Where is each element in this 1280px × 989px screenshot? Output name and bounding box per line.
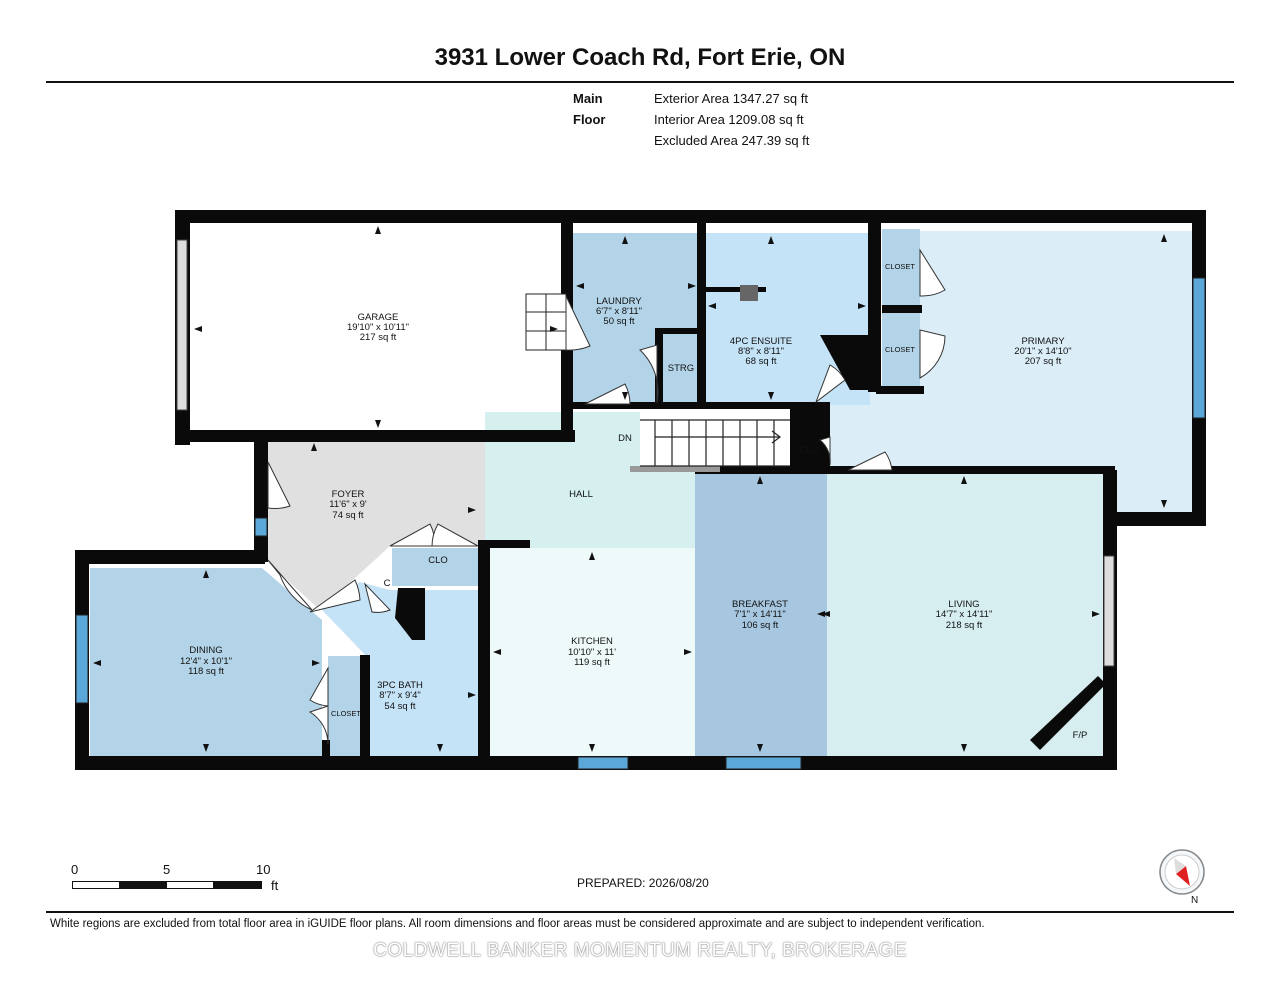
- footer-rule: [46, 911, 1234, 913]
- strg-fill: [663, 332, 699, 404]
- kitchen-dims: 10'10" x 11': [568, 647, 616, 658]
- floor-name: Main Floor: [573, 91, 606, 127]
- scale-tick-0: 0: [71, 862, 79, 877]
- windows: [75, 239, 1206, 770]
- garage-dims: 19'10" x 10'11": [347, 322, 409, 333]
- clo-label-stairs: CLO: [799, 445, 819, 456]
- closet-lower-fill: [882, 313, 920, 386]
- kitchen-area: 119 sq ft: [574, 657, 610, 668]
- scale-bar: 0 5 10 ft: [68, 862, 298, 902]
- kitchen-fill: [490, 548, 695, 756]
- ensuite-area: 68 sq ft: [745, 356, 777, 367]
- primary-name: PRIMARY: [1021, 336, 1065, 347]
- living-dims: 14'7" x 14'11": [936, 609, 993, 620]
- scale-segment-3: [166, 881, 215, 889]
- breakfast-fill: [695, 473, 827, 756]
- dimension-arrows: [93, 226, 1167, 752]
- bath-name: 3PC BATH: [377, 680, 423, 691]
- ensuite-name: 4PC ENSUITE: [730, 336, 792, 347]
- interior-area: Interior Area 1209.08 sq ft: [654, 112, 804, 127]
- clo-label-foyer: CLO: [428, 555, 448, 566]
- foyer-area: 74 sq ft: [332, 510, 364, 521]
- title-rule: [46, 81, 1234, 83]
- primary-dims: 20'1" x 14'10": [1014, 346, 1071, 357]
- dining-name: DINING: [189, 645, 222, 656]
- exterior-area: Exterior Area 1347.27 sq ft: [654, 91, 808, 106]
- dining-area: 118 sq ft: [188, 666, 224, 677]
- dining-dims: 12'4" x 10'1": [180, 656, 232, 667]
- area-values: Exterior Area 1347.27 sq ft Interior Are…: [654, 88, 809, 151]
- closet-upper-fill: [882, 229, 920, 305]
- breakfast-dims: 7'1" x 14'11": [734, 609, 785, 620]
- garage-fill: [188, 222, 563, 432]
- compass-north-label: N: [1191, 895, 1198, 906]
- kitchen-name: KITCHEN: [571, 636, 613, 647]
- breakfast-area: 106 sq ft: [742, 620, 779, 631]
- foyer-dims: 11'6" x 9': [329, 499, 367, 510]
- hall-name: HALL: [569, 489, 593, 500]
- living-area: 218 sq ft: [946, 620, 983, 631]
- closet-bath-fill: [328, 656, 362, 756]
- compass: N: [1158, 848, 1206, 906]
- closet-label-bath: CLOSET: [331, 709, 361, 718]
- breakfast-name: BREAKFAST: [732, 599, 788, 610]
- clo-fill: [392, 548, 482, 586]
- dn-label: DN: [618, 433, 632, 444]
- dining-fill: [90, 568, 322, 756]
- laundry-dims: 6'7" x 8'11": [596, 306, 642, 317]
- door-swings: [267, 248, 946, 745]
- disclaimer: White regions are excluded from total fl…: [50, 918, 985, 930]
- c-label: C: [384, 578, 391, 589]
- laundry-name: LAUNDRY: [596, 296, 642, 307]
- stair-treads: [640, 419, 790, 467]
- primary-area: 207 sq ft: [1025, 356, 1062, 367]
- strg-label: STRG: [668, 363, 694, 374]
- living-fill: [827, 473, 1103, 756]
- scale-unit: ft: [271, 878, 279, 893]
- bath-fill: [322, 582, 480, 756]
- fp-label: F/P: [1073, 730, 1088, 741]
- primary-fill: [830, 231, 1192, 512]
- ensuite-dims: 8'8" x 8'11": [738, 346, 784, 357]
- scale-segment-2: [119, 881, 168, 889]
- compass-icon: N: [1159, 849, 1205, 906]
- bath-dims: 8'7" x 9'4": [379, 690, 421, 701]
- scale-segment-4: [213, 881, 262, 889]
- scale-segment-1: [72, 881, 121, 889]
- garage-name: GARAGE: [358, 312, 399, 323]
- foyer-name: FOYER: [332, 489, 365, 500]
- garage-area: 217 sq ft: [360, 332, 397, 343]
- closet-label-lower: CLOSET: [885, 345, 915, 354]
- scale-tick-5: 5: [163, 862, 171, 877]
- brokerage-watermark: COLDWELL BANKER MOMENTUM REALTY, BROKERA…: [373, 940, 907, 961]
- closet-label-upper: CLOSET: [885, 262, 915, 271]
- scale-tick-10: 10: [256, 862, 271, 877]
- foyer-fill: [265, 440, 485, 610]
- prepared-date: PREPARED: 2026/08/20: [577, 876, 709, 890]
- excluded-area: Excluded Area 247.39 sq ft: [654, 133, 810, 148]
- bath-area: 54 sq ft: [384, 701, 416, 712]
- living-name: LIVING: [948, 599, 979, 610]
- laundry-area: 50 sq ft: [603, 316, 635, 327]
- plan-title: 3931 Lower Coach Rd, Fort Erie, ON: [434, 44, 846, 71]
